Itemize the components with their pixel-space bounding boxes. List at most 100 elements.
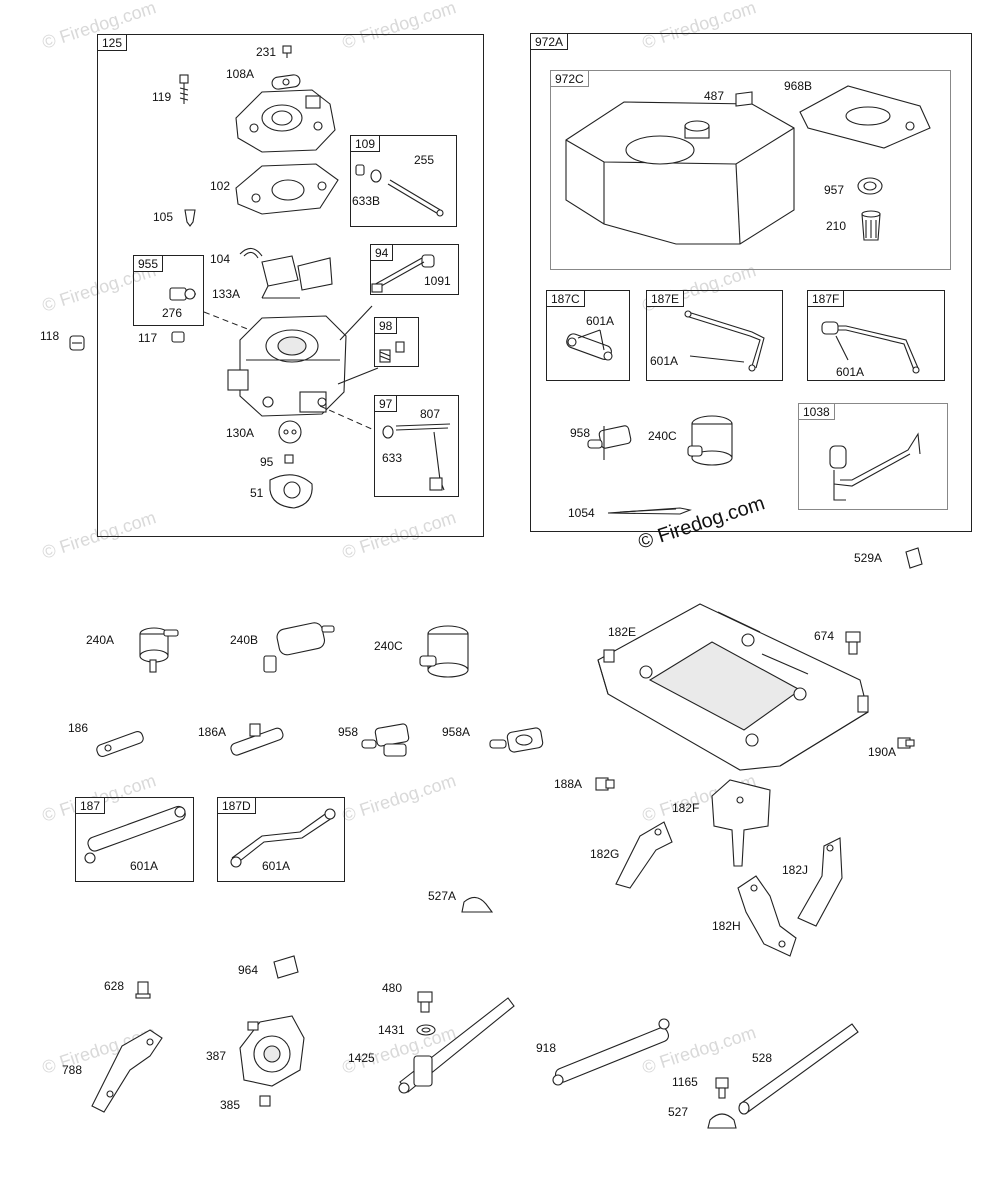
label-240B: 240B [230,633,259,647]
group-125-label: 125 [97,34,128,51]
fuel-tank-drawing [565,101,795,245]
label-51: 51 [250,486,264,500]
part-487-drawing [735,91,753,107]
label-240C-top: 240C [648,429,677,443]
group-94-label: 94 [370,244,394,261]
label-231: 231 [256,45,277,59]
part-1425-drawing [398,997,515,1094]
carb-top-drawing [235,89,336,153]
label-240A: 240A [86,633,115,647]
group-187-frame: 187 [75,797,194,882]
part-240C-drawing [419,625,469,678]
label-255: 255 [414,153,435,167]
label-276: 276 [162,306,183,320]
part-957-drawing [857,177,883,195]
part-231-drawing [282,45,292,58]
label-601A-187: 601A [130,859,159,873]
part-633B-drawing [355,164,365,176]
group-98-frame: 98 [374,317,419,367]
label-104: 104 [210,252,231,266]
part-98-drawing [379,341,405,363]
part-210-drawing [861,210,881,241]
group-187E-frame: 187E [646,290,783,381]
group-187F-frame: 187F [807,290,945,381]
part-674-drawing [845,631,861,655]
part-51-drawing [269,474,313,509]
part-117-drawing [171,331,185,343]
part-385-drawing [259,1095,271,1107]
part-182G-drawing [615,821,673,889]
group-187F-label: 187F [807,290,845,307]
label-807: 807 [420,407,441,421]
part-276-drawing [169,287,196,301]
label-601A-187E: 601A [650,354,679,368]
part-187E-drawing [684,310,765,372]
label-480: 480 [382,981,403,995]
label-102: 102 [210,179,231,193]
group-109-label: 109 [350,135,381,152]
part-1038-drawing [829,432,921,501]
label-529A: 529A [854,551,883,565]
label-182H: 182H [712,919,741,933]
part-182F-drawing [711,779,771,867]
label-601A-187F: 601A [836,365,865,379]
label-968B: 968B [784,79,813,93]
label-385: 385 [220,1098,241,1112]
part-133A-drawing [261,255,333,299]
label-958: 958 [338,725,359,739]
group-125-frame: 125 [97,34,484,537]
part-1165-drawing [715,1077,729,1099]
label-119: 119 [152,90,172,104]
part-187-drawing [84,805,186,864]
part-182H-drawing [737,875,797,957]
part-529A-drawing [905,547,923,569]
part-1054-drawing [607,507,692,515]
part-527-drawing [707,1113,737,1129]
label-628: 628 [104,979,125,993]
group-972A-frame: 972A [530,33,972,532]
part-187F-drawing [821,321,920,374]
part-918-drawing [552,1018,670,1086]
label-117: 117 [138,331,158,345]
group-1038-label: 1038 [798,403,835,420]
label-918: 918 [536,1041,557,1055]
label-958-top: 958 [570,426,591,440]
group-187E-label: 187E [646,290,685,307]
group-955-frame: 955 [133,255,204,326]
label-210: 210 [826,219,847,233]
part-97-drawing [382,423,451,491]
label-387: 387 [206,1049,227,1063]
part-119-drawing [179,74,189,104]
label-964: 964 [238,963,259,977]
label-1431: 1431 [378,1023,405,1037]
label-1425: 1425 [348,1051,375,1065]
part-480-drawing [417,991,433,1013]
part-182E-drawing [597,603,869,771]
label-1054: 1054 [568,506,595,520]
part-240B-drawing [263,622,335,673]
label-527A: 527A [428,889,457,903]
group-97-label: 97 [374,395,398,412]
label-788: 788 [62,1063,83,1077]
part-130A-drawing [278,420,302,444]
group-187C-frame: 187C [546,290,630,381]
part-964-drawing [273,955,299,979]
label-186: 186 [68,721,89,735]
group-97-frame: 97 [374,395,459,497]
part-102-drawing [235,163,339,215]
group-1038-frame: 1038 [798,403,948,510]
part-186A-drawing [230,723,284,756]
label-130A: 130A [226,426,255,440]
group-94-frame: 94 [370,244,459,295]
label-957: 957 [824,183,845,197]
group-98-label: 98 [374,317,398,334]
group-972C-label: 972C [550,70,589,87]
label-633B: 633B [352,194,381,208]
part-958A-drawing [489,727,544,753]
part-527A-drawing [461,896,494,913]
part-958-top-drawing [587,425,632,460]
label-182J: 182J [782,863,809,877]
label-182F: 182F [672,801,700,815]
part-1091-drawing [371,254,435,293]
part-240C-top-drawing [687,415,733,466]
